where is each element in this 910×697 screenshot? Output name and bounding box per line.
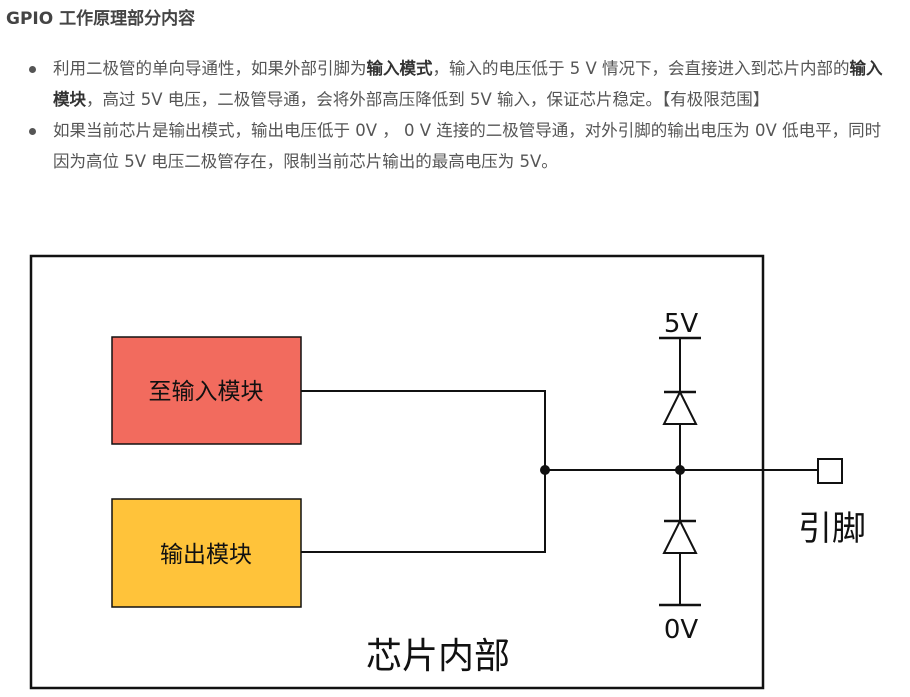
bullet-text: ，输入的电压低于 5 V 情况下，会直接进入到芯片内部的 bbox=[432, 59, 850, 78]
chip-label: 芯片内部 bbox=[366, 636, 510, 677]
upper-diode-icon bbox=[662, 389, 698, 425]
list-item: 利用二极管的单向导通性，如果外部引脚为输入模式，输入的电压低于 5 V 情况下，… bbox=[25, 54, 895, 115]
page-title: GPIO 工作原理部分内容 bbox=[6, 9, 196, 29]
pin-label: 引脚 bbox=[798, 509, 866, 549]
gnd-label: 0V bbox=[664, 615, 699, 645]
input-module-block bbox=[111, 336, 302, 445]
bullet-list: 利用二极管的单向导通性，如果外部引脚为输入模式，输入的电压低于 5 V 情况下，… bbox=[25, 54, 895, 178]
bullet-text: 如果当前芯片是输出模式，输出电压低于 0V ， 0 V 连接的二极管导通，对外引… bbox=[53, 121, 882, 171]
bullet-text: 利用二极管的单向导通性，如果外部引脚为 bbox=[53, 59, 367, 78]
input-wire bbox=[301, 390, 546, 470]
bullet-dot-icon bbox=[29, 66, 36, 73]
output-wire bbox=[301, 470, 546, 553]
output-module-label: 输出模块 bbox=[160, 542, 252, 568]
pin-terminal bbox=[817, 458, 843, 484]
bullet-text: ，高过 5V 电压，二极管导通，会将外部高压降低到 5V 输入，保证芯片稳定。【… bbox=[86, 89, 770, 109]
bullet-bold-text: 输入模块 bbox=[53, 59, 883, 109]
bullet-bold-text: 输入模式 bbox=[366, 59, 433, 78]
list-item: 如果当前芯片是输出模式，输出电压低于 0V ， 0 V 连接的二极管导通，对外引… bbox=[25, 116, 895, 177]
chip-boundary bbox=[29, 254, 765, 690]
output-module-block bbox=[111, 498, 302, 608]
input-module-label: 至输入模块 bbox=[149, 379, 264, 405]
bullet-dot-icon bbox=[29, 128, 36, 135]
vcc-label: 5V bbox=[664, 309, 699, 339]
junction-dot bbox=[540, 465, 550, 475]
lower-diode-icon bbox=[662, 518, 698, 554]
